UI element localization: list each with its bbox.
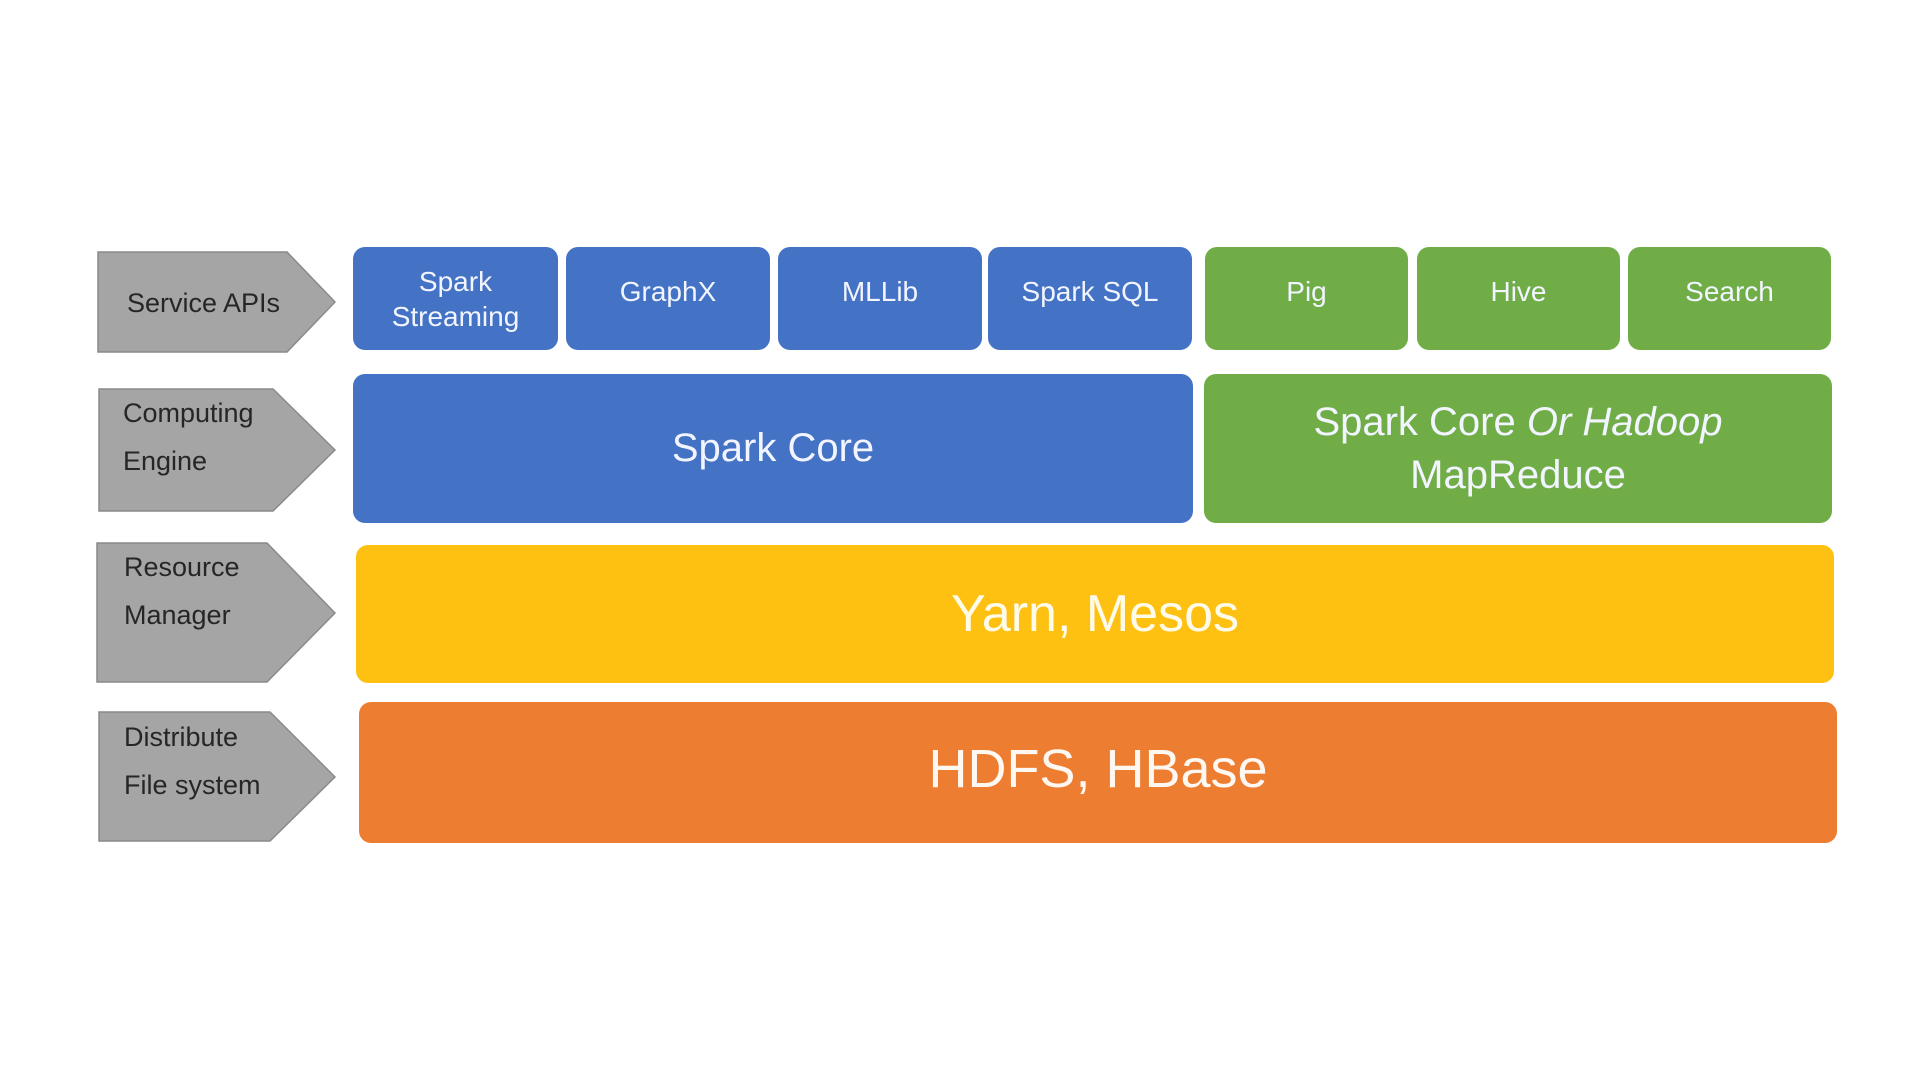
api-box-hive: Hive — [1417, 247, 1620, 350]
layer-label-resource-manager: Resource Manager — [96, 542, 337, 683]
api-box-text: GraphX — [619, 276, 717, 307]
layer-label-service-apis: Service APIs — [97, 251, 337, 353]
layer-label-text: Computing Engine — [123, 375, 254, 498]
api-box-text: MLLib — [841, 276, 919, 307]
api-box-text: Hive — [1490, 276, 1547, 307]
api-box-text: Pig — [1286, 276, 1327, 307]
api-box-spark-streaming: Spark Streaming — [353, 247, 558, 350]
file-system-box: HDFS, HBase — [359, 702, 1837, 843]
pentagon-arrow-shape — [98, 711, 337, 842]
api-box-text: Spark SQL — [1021, 276, 1159, 307]
label-line: Distribute — [124, 722, 239, 752]
engine-text-italic: Or Hadoop — [1526, 399, 1723, 444]
engine-box-line-1: Spark Core Or Hadoop — [1313, 396, 1722, 449]
engine-box-spark-core: Spark Core — [353, 374, 1193, 523]
api-box-text: Search — [1685, 276, 1774, 307]
api-box-graphx: GraphX — [566, 247, 770, 350]
engine-text-regular: Spark Core — [1313, 399, 1516, 444]
layer-label-computing-engine: Computing Engine — [98, 388, 337, 512]
api-box-spark-sql: Spark SQL — [988, 247, 1192, 350]
label-line: Manager — [124, 600, 231, 630]
api-box-mllib: MLLib — [778, 247, 982, 350]
resource-manager-text: Yarn, Mesos — [950, 585, 1240, 643]
layer-label-text: Resource Manager — [124, 521, 240, 661]
label-line: File system — [124, 770, 261, 800]
api-box-search: Search — [1628, 247, 1831, 350]
layer-label-distributed-file-system: Distribute File system — [98, 711, 337, 842]
api-line: Spark — [418, 265, 493, 297]
label-line: Resource — [124, 552, 240, 582]
api-box-pig: Pig — [1205, 247, 1408, 350]
api-line: Streaming — [391, 300, 520, 332]
engine-box-spark-or-hadoop: Spark Core Or Hadoop MapReduce — [1204, 374, 1832, 523]
label-line: Engine — [123, 445, 208, 476]
pentagon-arrow-shape — [97, 251, 337, 353]
file-system-text: HDFS, HBase — [928, 738, 1268, 799]
resource-manager-box: Yarn, Mesos — [356, 545, 1834, 683]
pentagon-arrow-shape — [98, 388, 337, 512]
label-line: Service APIs — [127, 287, 281, 318]
layer-label-text: Distribute File system — [124, 696, 261, 826]
layer-label-text: Service APIs — [127, 252, 280, 353]
engine-box-line-2: MapReduce — [1410, 452, 1626, 497]
api-box-text: Spark Streaming — [392, 264, 520, 334]
pentagon-arrow-shape — [96, 542, 337, 683]
label-line: Computing — [123, 397, 254, 428]
engine-box-text: Spark Core — [671, 426, 875, 470]
